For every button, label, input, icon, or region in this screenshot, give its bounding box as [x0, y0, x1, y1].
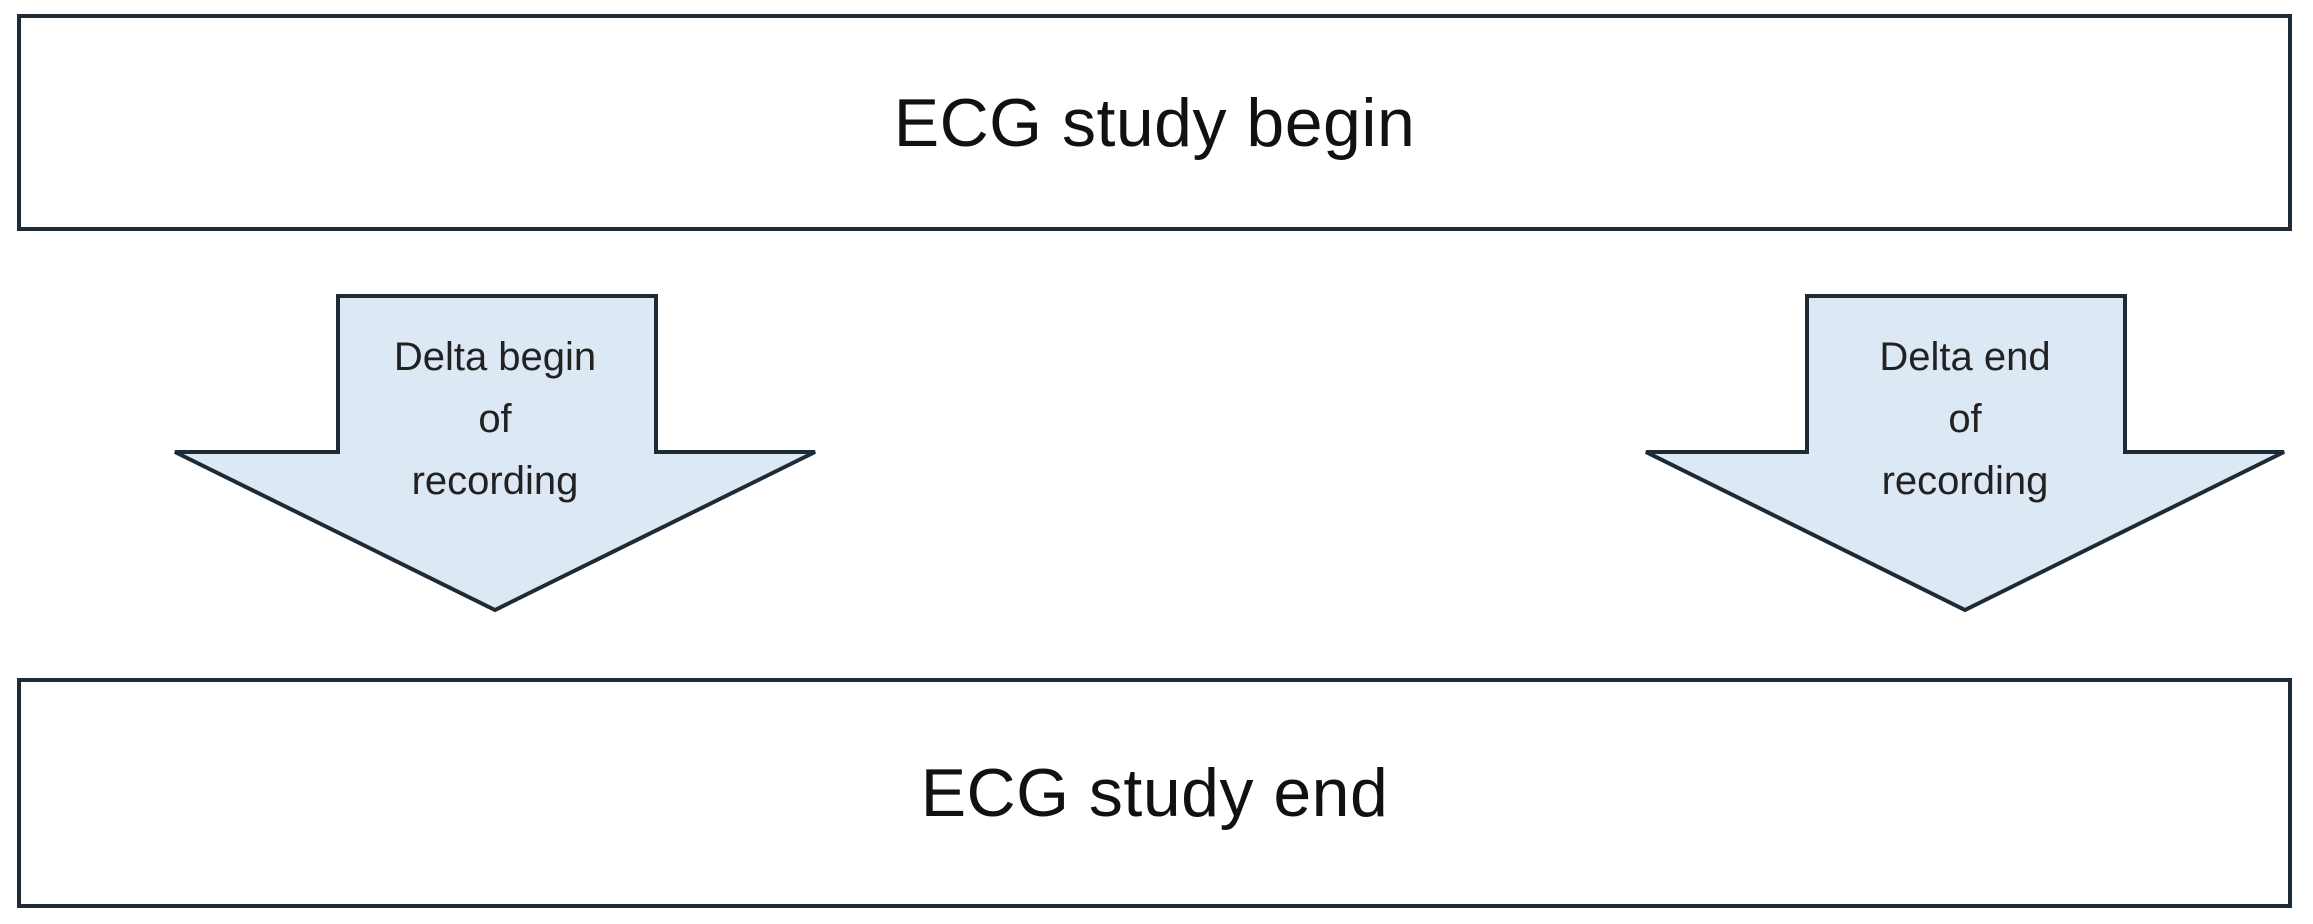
- delta-begin-label: Delta begin of recording: [375, 326, 615, 512]
- down-arrow-left: [174, 294, 816, 613]
- ecg-study-begin-box: ECG study begin: [17, 14, 2292, 231]
- delta-begin-line-1: Delta begin: [393, 335, 597, 379]
- delta-begin-line-2: of: [478, 397, 512, 441]
- delta-begin-line-3: recording: [411, 459, 579, 503]
- ecg-study-end-label: ECG study end: [920, 755, 1389, 831]
- ecg-study-end-box: ECG study end: [17, 678, 2292, 908]
- delta-end-label: Delta end of recording: [1845, 326, 2085, 512]
- down-arrow-right: [1645, 294, 2285, 613]
- delta-end-line-1: Delta end: [1879, 335, 2051, 379]
- ecg-study-begin-label: ECG study begin: [893, 84, 1416, 161]
- delta-end-line-2: of: [1948, 397, 1982, 441]
- delta-end-line-3: recording: [1881, 459, 2049, 503]
